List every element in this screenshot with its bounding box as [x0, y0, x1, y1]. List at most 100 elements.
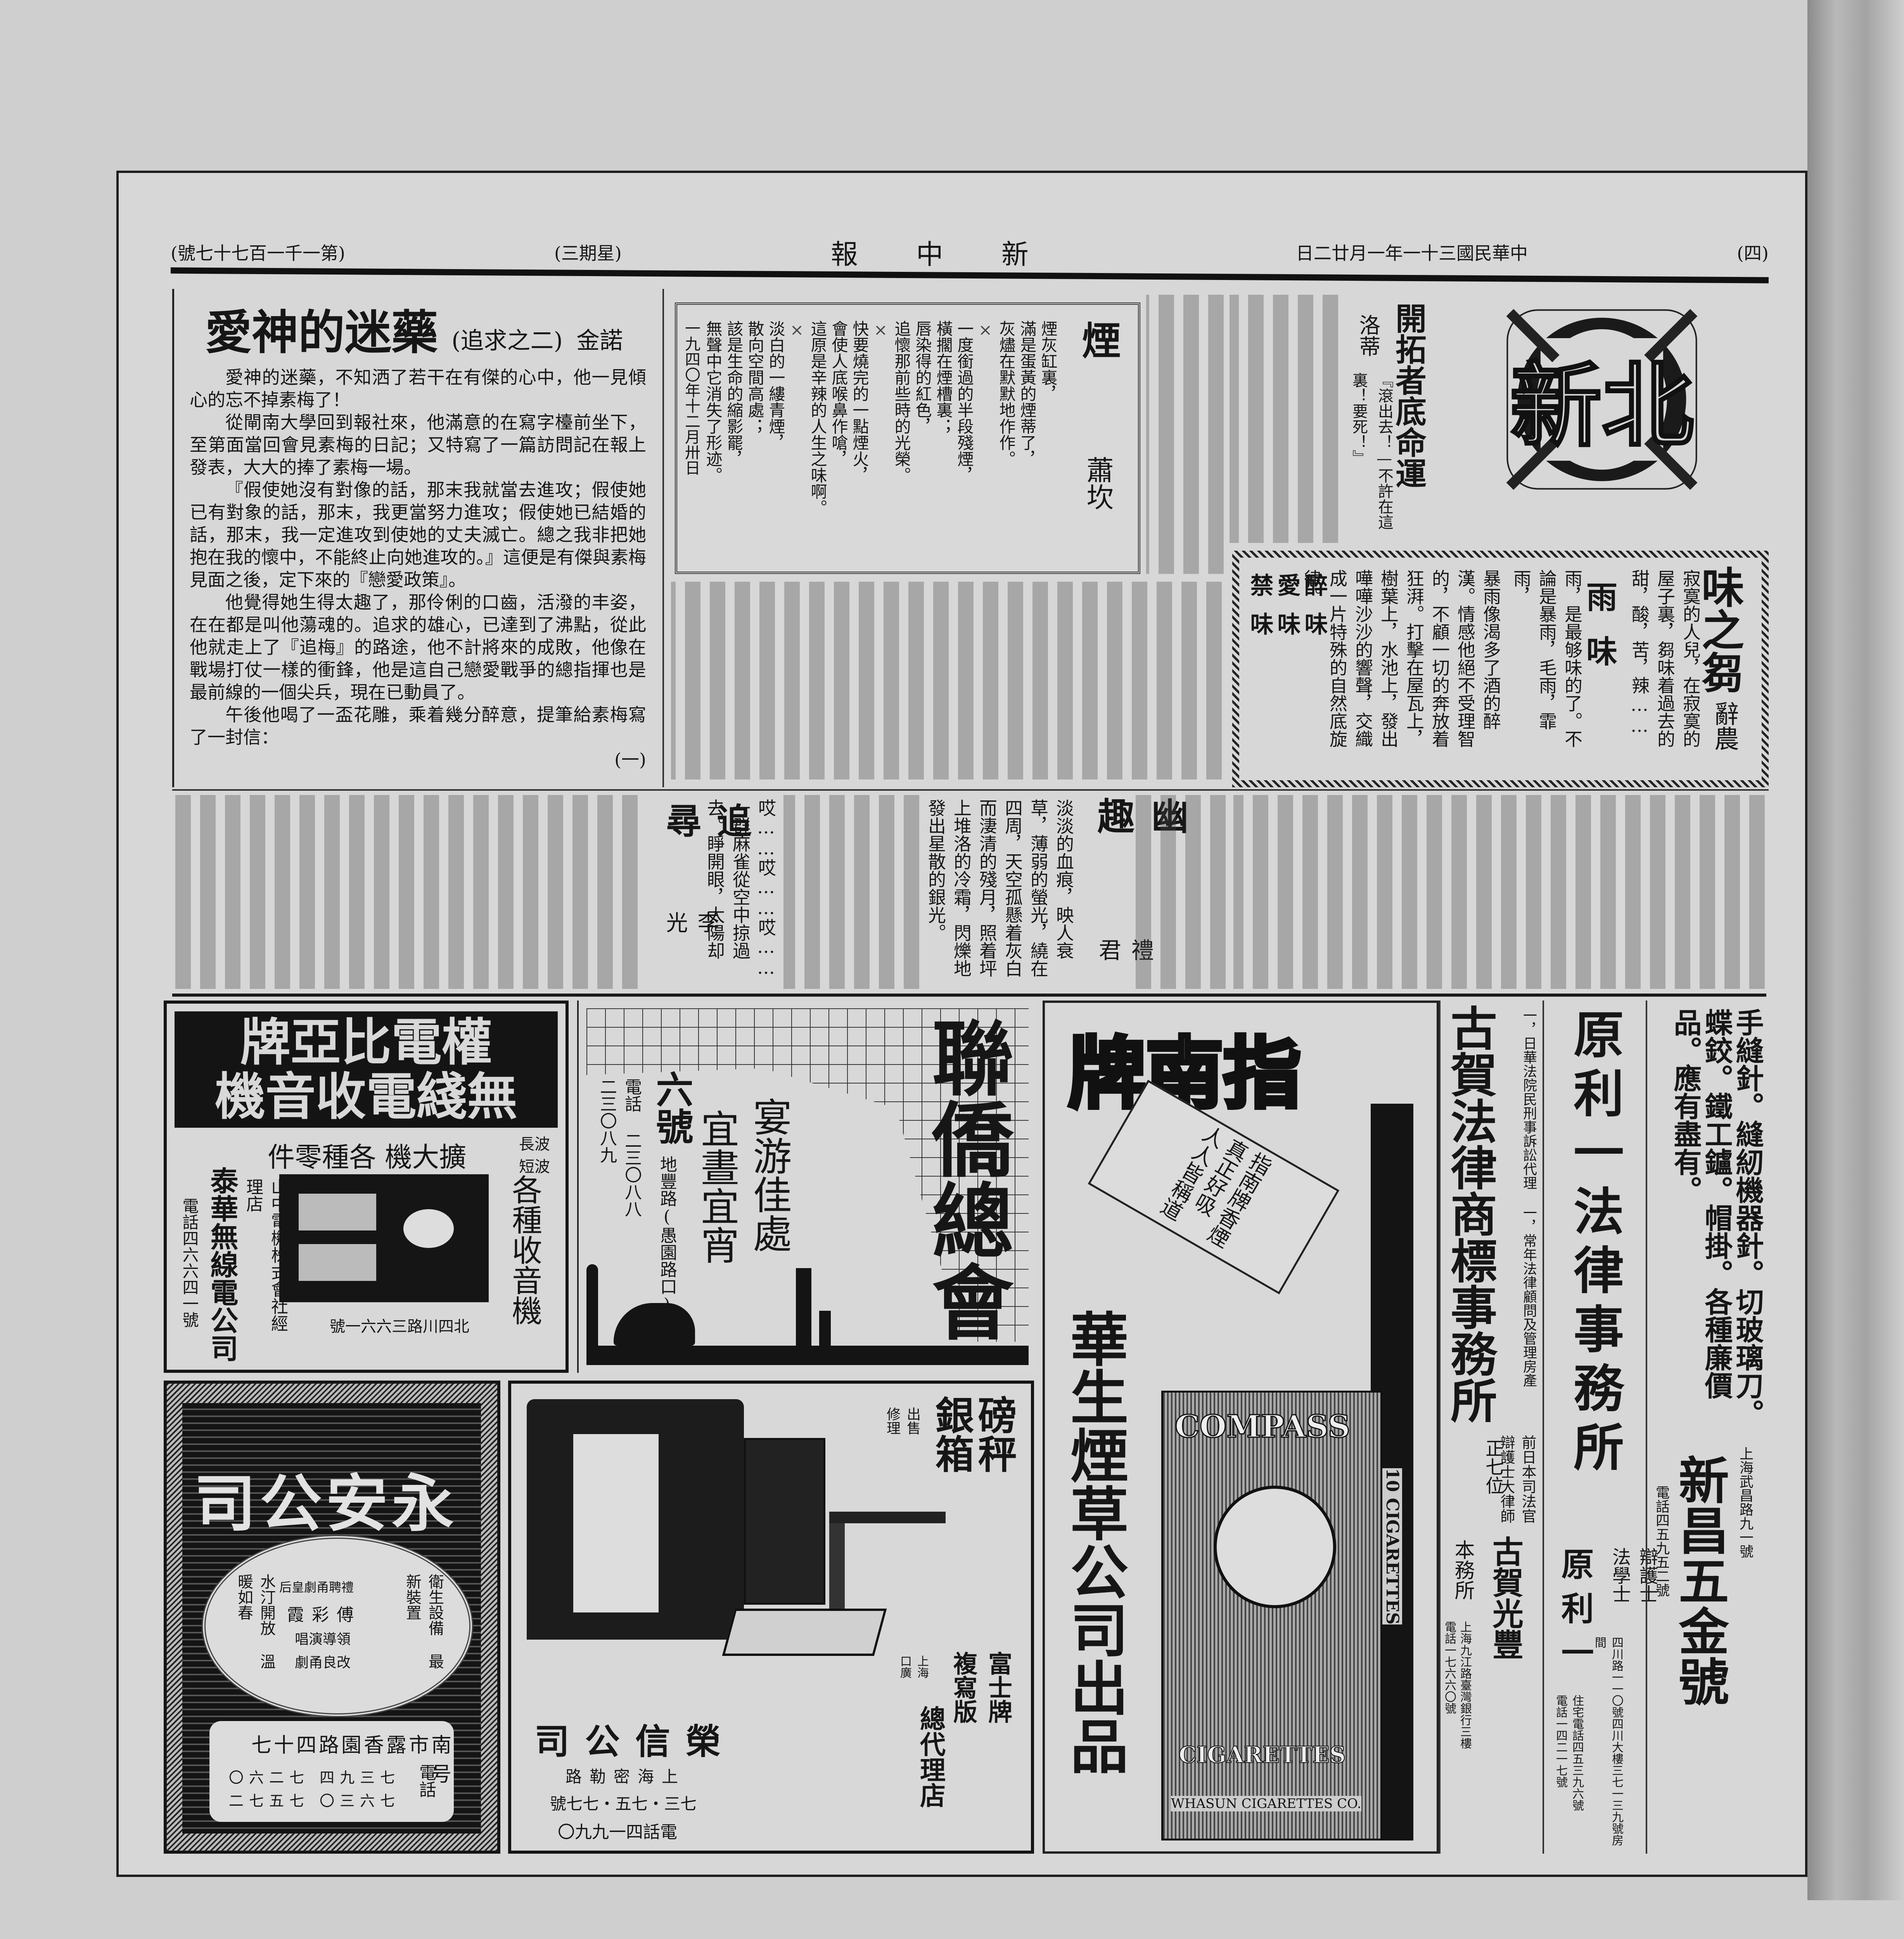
ad-slogan: 指南牌香煙 真正好吸 人人皆稱道 — [1154, 1120, 1275, 1251]
ad-headline: 權電比亞牌 — [240, 1013, 492, 1072]
section-text: 暴雨像渴多了酒的醉漢。情感他絕不受理智的，不顧一切的奔放着狂湃。打擊在屋瓦上，樹… — [1301, 569, 1501, 748]
section-heading: 雨味 — [1581, 581, 1618, 690]
logo-text: 新北 — [1510, 353, 1694, 460]
text-columns — [1129, 795, 1226, 989]
ad-radio: 權電比亞牌 無綫電收音機 擴大機 各種零件 長波 短波 各種收音機 山中電機株式… — [164, 1001, 569, 1373]
poem-line: 淡白的一縷青煙， — [766, 320, 785, 451]
ad-phone-label: 電話 — [416, 1764, 436, 1798]
ad-headline: 磅秤 銀箱 — [929, 1395, 1017, 1473]
xinbei-logo-emblem: 新北 — [1506, 309, 1698, 490]
section-heading: 醉味 — [1300, 573, 1328, 651]
ad-headline: 原利一法律事務所 — [1565, 1008, 1624, 1480]
pack-side: 10 CIGARETTES — [1382, 1468, 1402, 1625]
ad-address: 北四川路三六六一號 — [330, 1318, 469, 1336]
ad-yongan-company: 永安公司 衛生設備 最新裝置 禮聘甬劇皇后 傅彩霞 領導演唱 改良甬劇 水汀開放… — [164, 1381, 500, 1854]
article-title: 愛神的迷藥 — [205, 305, 438, 360]
article-title: 開拓者底命運 — [1390, 302, 1427, 489]
ad-phone: 七三九四 七二六〇 — [229, 1769, 401, 1786]
ad-number: 七三・七五・七七號 — [550, 1794, 697, 1813]
person-silhouette-icon — [796, 1268, 811, 1346]
ad-address: 上海九江路臺灣銀行三樓 — [1458, 1621, 1472, 1749]
column-title: 味之芻 — [1694, 565, 1744, 693]
ad-text: 傅彩霞 — [287, 1605, 361, 1625]
ad-phone: 電話一四二一七號 — [1554, 1695, 1567, 1788]
poem-line: 一度銜過的半段殘煙， — [955, 320, 974, 483]
ad-brand-type: 複寫版 — [949, 1651, 977, 1723]
section-break-mark: × — [787, 320, 806, 339]
ad-company: 新昌五金號 — [1670, 1454, 1729, 1706]
compass-rose-icon — [1214, 1486, 1336, 1608]
article-love-potion: 愛神的迷藥 (追求之二) 金諾 愛神的迷藥，不知洒了若干在有傑的心中，他一見傾心… — [172, 289, 662, 787]
scale-beam — [829, 1512, 946, 1523]
poem-line: 滿是蛋黃的煙蒂了， — [1018, 320, 1037, 467]
ad-address: 四川路一一〇號四川大樓三七一三九號房間 — [1593, 1637, 1623, 1846]
tuning-dial — [403, 1209, 454, 1248]
poem-line: 煙灰缸裏， — [1039, 320, 1058, 402]
section-divider — [172, 789, 1769, 791]
poem-smoke: 煙 蕭坎 煙灰缸裏，滿是蛋黃的煙蒂了，灰燼在默默地作作。×一度銜過的半段殘煙，橫… — [675, 302, 1140, 574]
ad-headline: 聯僑總會 — [918, 1016, 1014, 1342]
ad-koga-law-office: 古賀法律商標事務所 一，日華法院民刑事訴訟代理 一，常年法律顧問及管理房產 前日… — [1439, 1001, 1543, 1854]
poem-lines: 煙灰缸裏，滿是蛋黃的煙蒂了，灰燼在默默地作作。×一度銜過的半段殘煙，橫擱在煙槽裏… — [702, 320, 1058, 561]
article-heading: 愛神的迷藥 (追求之二) 金諾 — [190, 295, 646, 366]
article-author: 禮君 — [1095, 938, 1154, 961]
ad-number: 六號 — [650, 1070, 693, 1145]
column-author: 辭農 — [1710, 701, 1739, 751]
poem-line: 橫擱在煙槽裏； — [934, 320, 953, 434]
article-snippet: 淡淡的血痕，映人衰草，薄弱的螢光，繞在四周，天空孤懸着灰白而淒清的殘月，照着坪上… — [925, 799, 1074, 977]
article-title: 幽趣 — [1091, 797, 1189, 865]
section-break-mark: × — [976, 320, 995, 339]
column-divider — [662, 289, 664, 787]
ad-text: 禮聘甬劇皇后 — [279, 1580, 354, 1595]
speaker-grille — [299, 1194, 376, 1230]
column-logo: 新北 — [1435, 295, 1769, 504]
paragraph: 他覺得她生得太趣了，那伶俐的口齒，活潑的丰姿，在在都是叫他蕩魂的。追求的雄心，已… — [190, 592, 646, 703]
ad-items: 手縫針。縫紉機器針。切玻璃刀。蝶鉸。鐵工鑪。帽掛。各種廉價品。應有盡有。 — [1669, 1008, 1764, 1427]
paragraph: 愛神的迷藥，不知洒了若干在有傑的心中，他一見傾心的忘不掉素梅了！ — [190, 367, 646, 410]
ad-phone: 電話四一九九〇 — [558, 1822, 677, 1842]
article-author: 洛蒂 — [1356, 314, 1380, 357]
tree-silhouette-icon — [586, 1264, 598, 1346]
ad-agent-location: 上海 口廣 — [898, 1655, 929, 1678]
article-snippet: 哎……哎……哎……一群麻雀從空中掠過去。睜開眼，太陽却 — [704, 799, 776, 978]
column-intro: 寂寞的人兒，在寂寞的屋子裏，芻味着過去的甜，酸，苦，辣…… — [1629, 569, 1701, 748]
ad-lawyer: 原利一 — [1556, 1547, 1594, 1680]
ad-agent: 總代理店 — [916, 1706, 946, 1808]
poem-line: 該是生命的縮影罷， — [725, 320, 744, 467]
text-columns — [1230, 295, 1338, 543]
ad-service: 出售 修理 — [884, 1407, 920, 1435]
ad-headline: 無綫電收音機 — [214, 1067, 517, 1126]
poem-title: 煙 — [1075, 320, 1121, 359]
section-text: 雨，是最够味的了。不論是暴雨，毛雨，霏雨， — [1511, 569, 1583, 748]
text-columns — [783, 795, 919, 989]
poem-line: 唇染得的紅色， — [913, 320, 932, 434]
section-heading: 禁味 — [1246, 573, 1273, 651]
page-header: (四) 中華民國三十一年一月廿二日 新中報 (星期三) (第一千一百七十七號) — [171, 233, 1769, 271]
paragraph: 『假使她沒有對像的話，那末我就當去進攻；假使她已有對象的話，那末，我更當努力進攻… — [190, 479, 646, 590]
ad-text: 水汀開放 溫暖如春 — [235, 1574, 275, 1669]
ad-lawyer: 古賀光豐 — [1487, 1536, 1524, 1660]
ad-phone: 電話四六六四一號 — [180, 1198, 199, 1328]
ad-text: 領導演唱 — [295, 1631, 351, 1647]
scale-platform-icon — [722, 1609, 887, 1656]
pack-type: CIGARETTES — [1178, 1741, 1346, 1768]
article-snippet: 『滾出去！—不許在這裏！要死！』 — [1350, 372, 1393, 530]
ad-address: 地豐路(愚園路口) — [657, 1156, 677, 1315]
text-columns — [1146, 295, 1224, 574]
ad-phone: 電話四五九五二號 — [1653, 1485, 1669, 1597]
ad-text: 衛生設備 最新裝置 — [403, 1574, 444, 1669]
ad-lianqiao-club: 聯僑總會 宴游佳處 宜晝宜宵 六號 地豐路(愚園路口) 電話 二三〇八八 二三〇… — [577, 1001, 1036, 1373]
ad-rank: 正七位 — [1482, 1439, 1504, 1495]
text-columns — [172, 795, 638, 989]
poem-line: 快要燒完的一點煙火， — [850, 320, 869, 483]
column-taste: 味之芻 辭農 寂寞的人兒，在寂寞的屋子裏，芻味着過去的甜，酸，苦，辣…… 雨味 … — [1232, 551, 1769, 787]
installment-mark: (一) — [614, 749, 646, 770]
ad-headline: 永安公司 — [194, 1467, 458, 1540]
ad-harari-law-office: 原利一法律事務所 辯護士 法學士 原利一 四川路一一〇號四川大樓三七一三九號房間… — [1543, 1001, 1658, 1854]
article-author: 李光 — [662, 911, 719, 933]
poem-line: 會使人底喉鼻作嗆， — [829, 320, 848, 467]
ad-xinchang-hardware: 手縫針。縫紉機器針。切玻璃刀。蝶鉸。鐵工鑪。帽掛。各種廉價品。應有盡有。 上海武… — [1646, 1001, 1767, 1854]
paragraph: 從閘南大學回到報社來，他滿意的在寫字檯前坐下，至第面當回會見素梅的日記；又特寫了… — [190, 412, 646, 478]
safe-door — [744, 1438, 825, 1605]
article-title: 追尋 — [660, 803, 752, 853]
